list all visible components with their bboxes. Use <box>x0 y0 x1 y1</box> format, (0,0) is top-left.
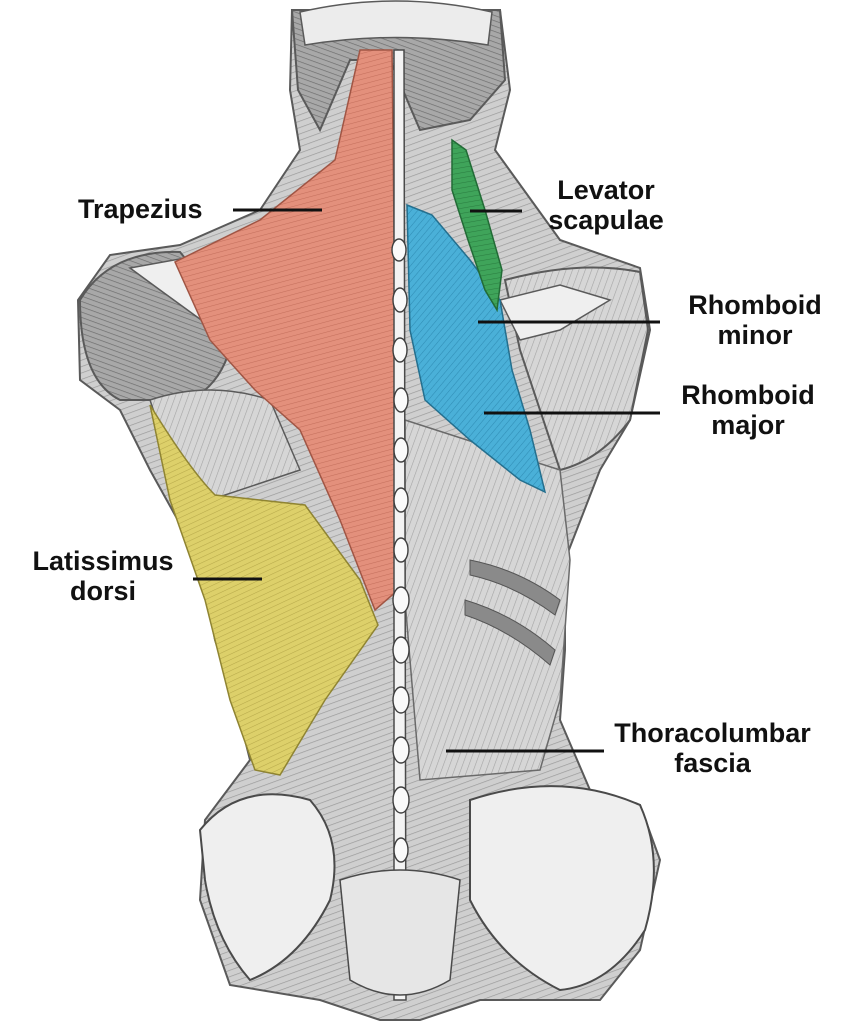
label-rhomboid-major: Rhomboid major <box>668 380 828 440</box>
label-rhomboid-major-line1: Rhomboid <box>681 380 815 410</box>
label-rhomboid-minor-line2: minor <box>717 320 793 350</box>
label-levator-scapulae: Levator scapulae <box>536 175 676 235</box>
label-thoracolumbar-fascia: Thoracolumbar fascia <box>605 718 820 778</box>
label-levator-scapulae-line1: Levator <box>557 175 655 205</box>
right-rib-bands <box>464 559 561 666</box>
label-latissimus-dorsi: Latissimus dorsi <box>18 546 188 606</box>
spinous-processes <box>391 238 410 962</box>
left-iliac-crest <box>198 793 336 982</box>
label-trapezius-text: Trapezius <box>78 194 203 224</box>
label-thoracolumbar-fascia-line2: fascia <box>674 748 751 778</box>
right-iliac-crest <box>469 785 655 992</box>
label-latissimus-dorsi-line1: Latissimus <box>32 546 174 576</box>
label-rhomboid-minor: Rhomboid minor <box>680 290 830 350</box>
skull-base <box>299 0 493 46</box>
left-teres <box>149 389 302 501</box>
label-latissimus-dorsi-line2: dorsi <box>69 576 136 606</box>
right-scapula <box>498 284 612 341</box>
label-rhomboid-major-line2: major <box>711 410 785 440</box>
label-thoracolumbar-fascia-line1: Thoracolumbar <box>614 718 811 748</box>
right-lower-back <box>404 418 571 781</box>
label-rhomboid-minor-line1: Rhomboid <box>688 290 822 320</box>
levator-scapulae-muscle <box>451 138 503 313</box>
rhomboid-muscles <box>406 203 547 494</box>
leader-lines <box>193 208 660 753</box>
sacrum <box>339 869 461 996</box>
label-levator-scapulae-line2: scapulae <box>548 205 664 235</box>
label-trapezius: Trapezius <box>78 194 203 224</box>
latissimus-dorsi-muscle <box>149 404 379 776</box>
